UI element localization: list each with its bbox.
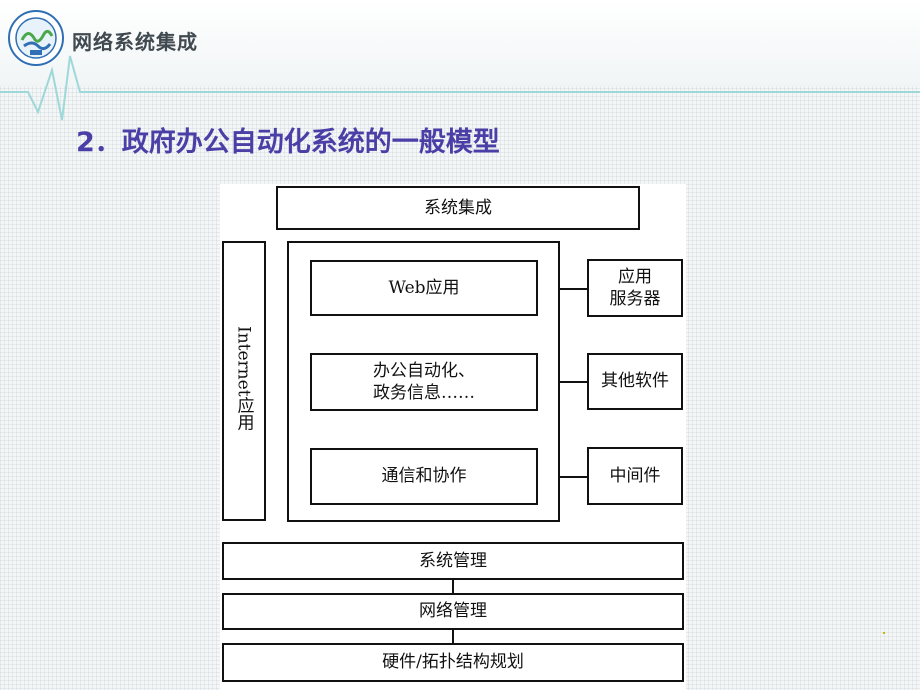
architecture-diagram: 系统集成 Internet应用 Web应用 办公自动化、 政务信息…… 通信和协… bbox=[220, 184, 686, 690]
other-software-box: 其他软件 bbox=[587, 353, 683, 410]
connector-line bbox=[452, 580, 454, 593]
system-management-box: 系统管理 bbox=[222, 542, 684, 580]
hardware-topology-box: 硬件/拓扑结构规划 bbox=[222, 643, 684, 682]
connector-line bbox=[560, 476, 587, 478]
middleware-box: 中间件 bbox=[587, 447, 683, 505]
decorative-dot bbox=[883, 632, 885, 634]
application-container bbox=[287, 241, 560, 522]
network-management-box: 网络管理 bbox=[222, 593, 684, 630]
internet-app-label: Internet应用 bbox=[233, 326, 254, 431]
connector-line bbox=[452, 630, 454, 643]
internet-app-column bbox=[222, 241, 266, 521]
connector-line bbox=[560, 381, 587, 383]
slide-title: 2．政府办公自动化系统的一般模型 bbox=[76, 127, 500, 158]
header-band bbox=[0, 0, 920, 86]
header-pulse-line bbox=[0, 55, 920, 121]
university-seal-icon bbox=[8, 10, 64, 66]
office-automation-box: 办公自动化、 政务信息…… bbox=[310, 353, 538, 411]
connector-line bbox=[560, 288, 587, 290]
header-title: 网络系统集成 bbox=[72, 30, 198, 54]
web-app-box: Web应用 bbox=[310, 260, 538, 316]
communication-box: 通信和协作 bbox=[310, 448, 538, 505]
system-integration-box: 系统集成 bbox=[276, 186, 640, 230]
app-server-box: 应用 服务器 bbox=[587, 259, 683, 317]
